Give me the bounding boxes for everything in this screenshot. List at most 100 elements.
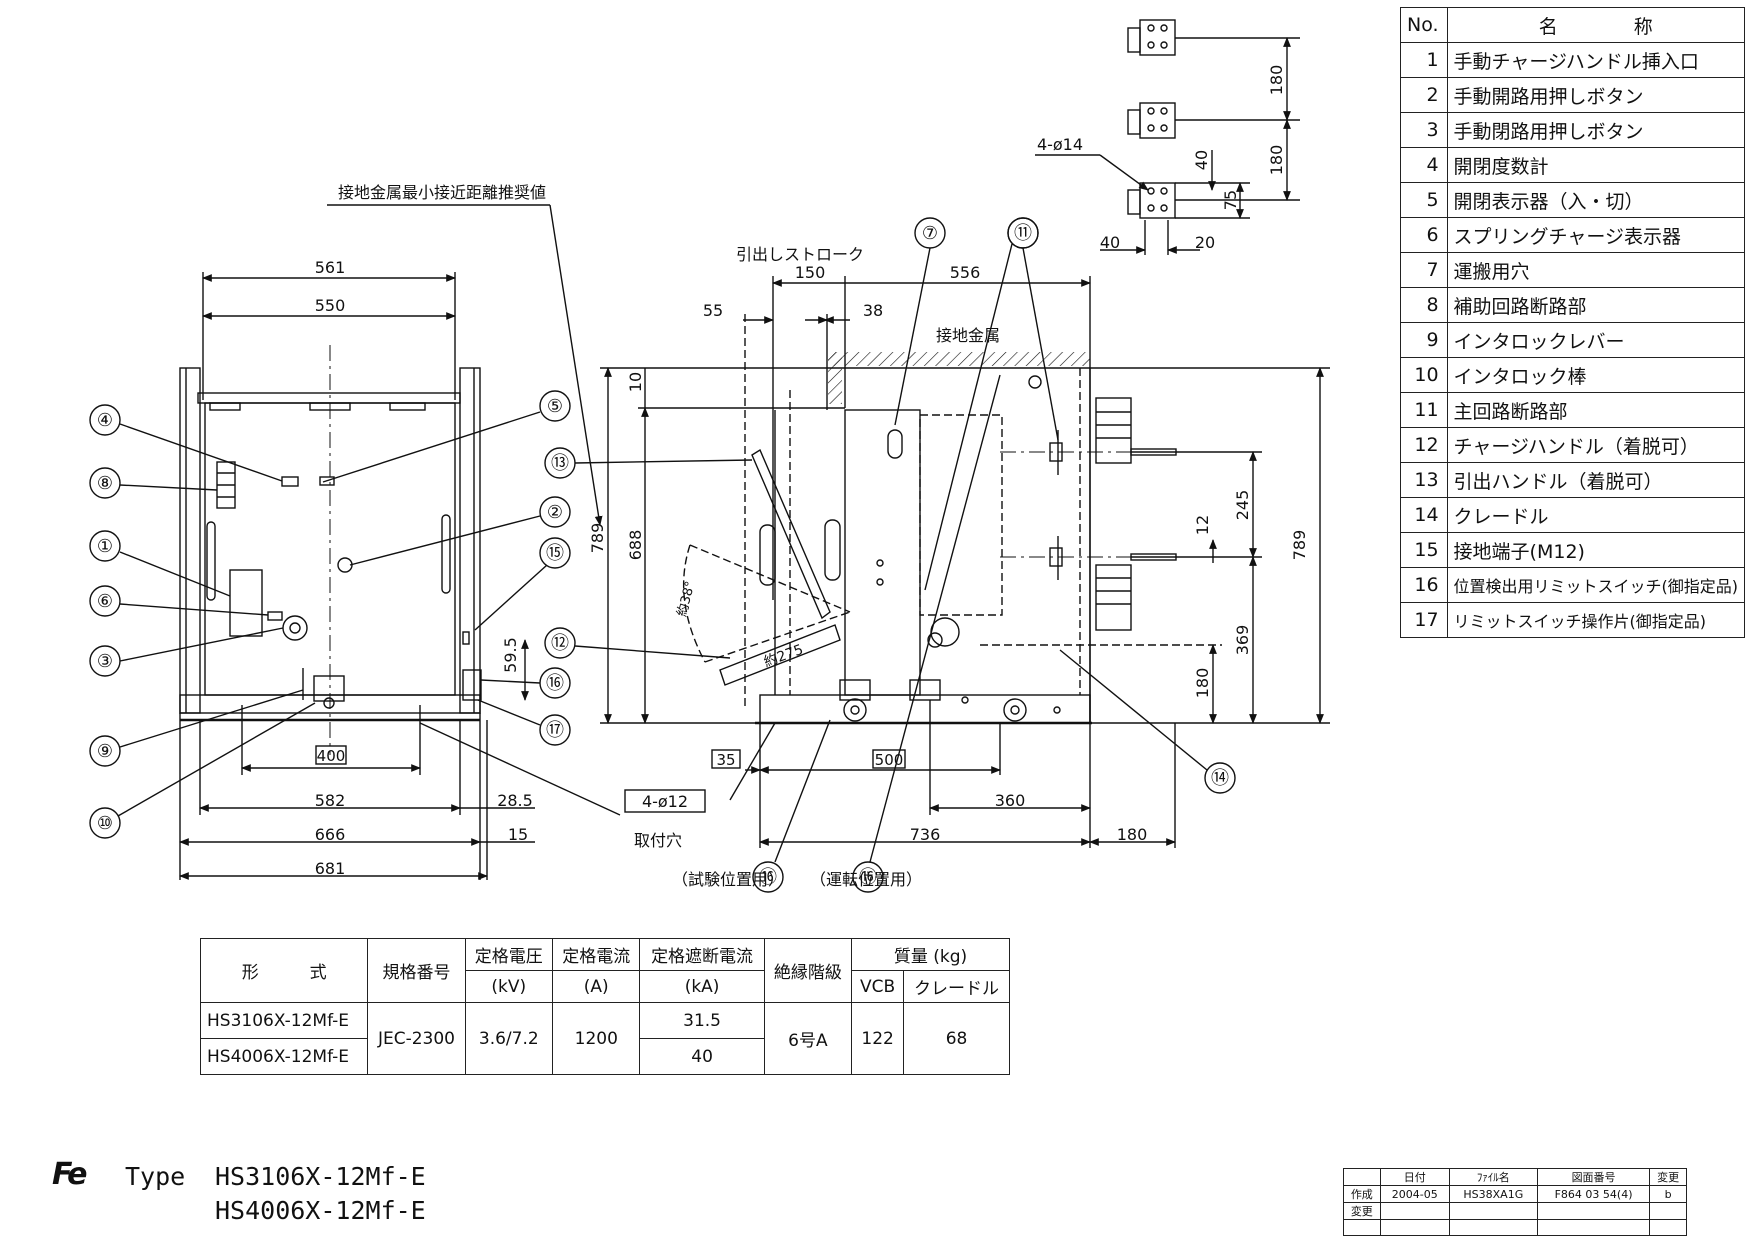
- parts-row-no: 17: [1400, 602, 1448, 638]
- draw-stroke-label: 引出しストローク: [736, 245, 864, 264]
- revision-cell: [1343, 1219, 1381, 1236]
- spec-mass-cradle: 68: [903, 1002, 1010, 1075]
- mount-holes-size: 4-ø12: [642, 792, 688, 811]
- dim-15: 15: [508, 825, 528, 844]
- spec-current: 1200: [552, 1002, 641, 1075]
- dim-55: 55: [703, 301, 723, 320]
- dim-666: 666: [315, 825, 346, 844]
- dim-561: 561: [315, 258, 346, 277]
- callout-1: ①: [97, 536, 113, 557]
- callout-16-front: ⑯: [546, 673, 564, 694]
- callout-8: ⑧: [97, 473, 113, 494]
- parts-row-name: 手動開路用押しボタン: [1446, 77, 1746, 113]
- spec-row1-type: HS3106X-12Mf-E: [199, 1002, 369, 1039]
- revision-header-cell: 日付: [1379, 1168, 1450, 1186]
- parts-table-header: No. 名 称: [1400, 7, 1746, 43]
- dim-40-vert: 40: [1192, 150, 1211, 170]
- parts-row-name: 接地端子(M12): [1446, 532, 1746, 568]
- dim-180-lower: 180: [1193, 668, 1212, 699]
- parts-row-no: 15: [1400, 532, 1448, 568]
- parts-row-no: 10: [1400, 357, 1448, 393]
- spec-header-mass-cradle: クレードル: [903, 970, 1010, 1003]
- spec-header-insulation: 絶縁階級: [763, 938, 853, 1003]
- callout-13: ⑬: [551, 453, 569, 474]
- fuji-logo: Fe: [52, 1157, 87, 1192]
- revision-cell: [1536, 1219, 1651, 1236]
- terminal-holes: 4-ø14: [1037, 135, 1083, 154]
- dim-681: 681: [315, 859, 346, 878]
- run-position-label: （運転位置用）: [810, 870, 922, 889]
- spec-row1-breaking: 31.5: [639, 1002, 765, 1039]
- dim-736: 736: [910, 825, 941, 844]
- model-2: HS4006X-12Mf-E: [215, 1196, 426, 1225]
- callout-16-run: ⑯: [859, 867, 877, 888]
- dim-40-horz: 40: [1100, 233, 1120, 252]
- dim-180-side: 180: [1117, 825, 1148, 844]
- spec-header-mass: 質量 (kg): [851, 938, 1010, 971]
- dim-150: 150: [795, 263, 826, 282]
- earth-metal-label: 接地金属: [936, 326, 1000, 345]
- parts-row-name: 開閉表示器（入・切）: [1446, 182, 1746, 218]
- mount-holes-label: 取付穴: [634, 831, 682, 850]
- parts-row-no: 16: [1400, 567, 1448, 603]
- revision-cell: [1448, 1202, 1538, 1220]
- spec-header-voltage-unit: (kV): [464, 970, 554, 1003]
- spec-header-std: 規格番号: [367, 938, 466, 1003]
- callout-4: ④: [97, 410, 113, 431]
- dim-10: 10: [626, 372, 645, 392]
- parts-row-name: チャージハンドル（着脱可）: [1446, 427, 1746, 463]
- dim-12: 12: [1193, 515, 1212, 535]
- revision-cell: 2004-05: [1379, 1185, 1450, 1203]
- spec-header-type: 形 式: [199, 938, 369, 1003]
- parts-row-name: 主回路断路部: [1446, 392, 1746, 428]
- parts-row-name: 位置検出用リミットスイッチ(御指定品): [1446, 567, 1746, 603]
- side-view: [327, 204, 1330, 848]
- dim-38: 38: [863, 301, 883, 320]
- spec-header-current: 定格電流: [552, 938, 641, 971]
- test-position-label: （試験位置用）: [672, 870, 784, 889]
- parts-row-no: 7: [1400, 252, 1448, 288]
- parts-row-name: 補助回路断路部: [1446, 287, 1746, 323]
- callout-17: ⑰: [546, 720, 564, 741]
- type-label: Type: [125, 1162, 186, 1191]
- dim-556: 556: [950, 263, 981, 282]
- revision-cell: 作成: [1343, 1185, 1381, 1203]
- parts-row-no: 6: [1400, 217, 1448, 253]
- parts-row-name: 引出ハンドル（着脱可）: [1446, 462, 1746, 498]
- callout-3: ③: [97, 651, 113, 672]
- model-1: HS3106X-12Mf-E: [215, 1162, 426, 1191]
- parts-row-name: スプリングチャージ表示器: [1446, 217, 1746, 253]
- earth-min-distance-label: 接地金属最小接近距離推奨値: [338, 183, 546, 202]
- callout-9: ⑨: [97, 741, 113, 762]
- revision-cell: HS38XA1G: [1448, 1185, 1538, 1203]
- revision-cell: F864 03 54(4): [1536, 1185, 1651, 1203]
- spec-header-breaking: 定格遮断電流: [639, 938, 765, 971]
- revision-cell: [1536, 1202, 1651, 1220]
- callout-14: ⑭: [1211, 768, 1229, 789]
- parts-header-name: 名 称: [1446, 7, 1746, 43]
- dim-369: 369: [1233, 625, 1252, 656]
- parts-row-no: 5: [1400, 182, 1448, 218]
- dim-59-5: 59.5: [501, 637, 520, 673]
- dim-28-5: 28.5: [497, 791, 533, 810]
- callout-16-test: ⑯: [759, 867, 777, 888]
- dim-75: 75: [1221, 190, 1240, 210]
- spec-row2-type: HS4006X-12Mf-E: [199, 1038, 369, 1075]
